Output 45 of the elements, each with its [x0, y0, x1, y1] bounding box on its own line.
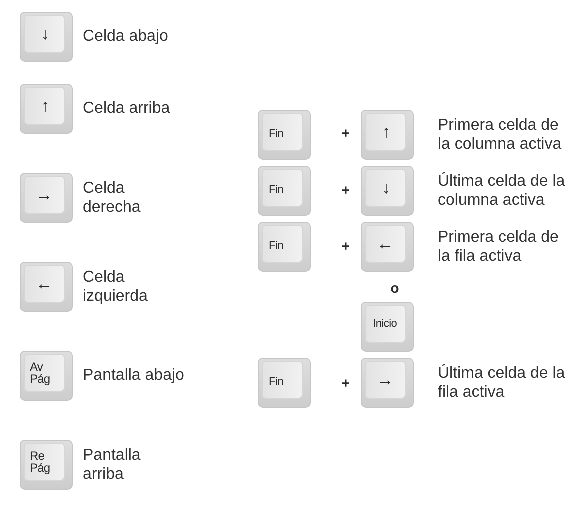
key-legend: Fin — [269, 185, 284, 196]
keyboard-key — [20, 440, 73, 490]
key-description: Celda abajo — [83, 27, 168, 47]
keyboard-key — [361, 166, 414, 216]
key-legend: Av Pág — [30, 361, 50, 385]
keyboard-key — [20, 262, 73, 312]
or-text: o — [390, 281, 400, 295]
key-description: Primera celda de la fila activa — [438, 228, 560, 266]
key-legend: Fin — [269, 377, 284, 388]
key-legend: ← — [36, 275, 53, 292]
key-description: Primera celda de la columna activa — [438, 116, 563, 154]
key-description: Pantalla abajo — [83, 366, 184, 386]
key-description: Última celda de la fila activa — [438, 364, 566, 402]
key-description: Pantalla arriba — [83, 446, 142, 484]
key-legend: ↓ — [41, 25, 50, 42]
keyboard-key — [258, 110, 311, 160]
keyboard-key — [258, 358, 311, 408]
keyboard-key — [361, 302, 414, 352]
keyboard-key — [20, 12, 73, 62]
keyboard-key — [20, 84, 73, 134]
key-description: Celda derecha — [83, 178, 142, 218]
key-legend: Fin — [269, 241, 284, 252]
key-description: Celda izquierda — [83, 268, 149, 306]
key-description: Celda arriba — [83, 99, 170, 119]
key-legend: → — [36, 186, 53, 204]
keyboard-key — [361, 222, 414, 272]
key-description: Última celda de la columna activa — [438, 172, 566, 210]
key-legend: Re Pág — [30, 450, 50, 474]
key-legend: ↓ — [382, 179, 391, 196]
keyboard-key — [20, 351, 73, 401]
keyboard-key — [361, 358, 414, 408]
key-legend: → — [376, 371, 394, 388]
plus-sign: + — [342, 376, 350, 390]
plus-sign: + — [342, 239, 350, 253]
key-legend: ↑ — [382, 123, 391, 140]
keyboard-key — [258, 166, 311, 216]
key-legend: Inicio — [373, 318, 398, 330]
key-legend: ↑ — [41, 97, 50, 114]
plus-sign: + — [342, 126, 350, 140]
plus-sign: + — [342, 183, 350, 197]
key-legend: Fin — [269, 129, 284, 140]
keyboard-key — [258, 222, 311, 272]
key-legend: ← — [376, 235, 394, 252]
keyboard-key — [361, 110, 414, 160]
keyboard-key — [20, 173, 73, 223]
